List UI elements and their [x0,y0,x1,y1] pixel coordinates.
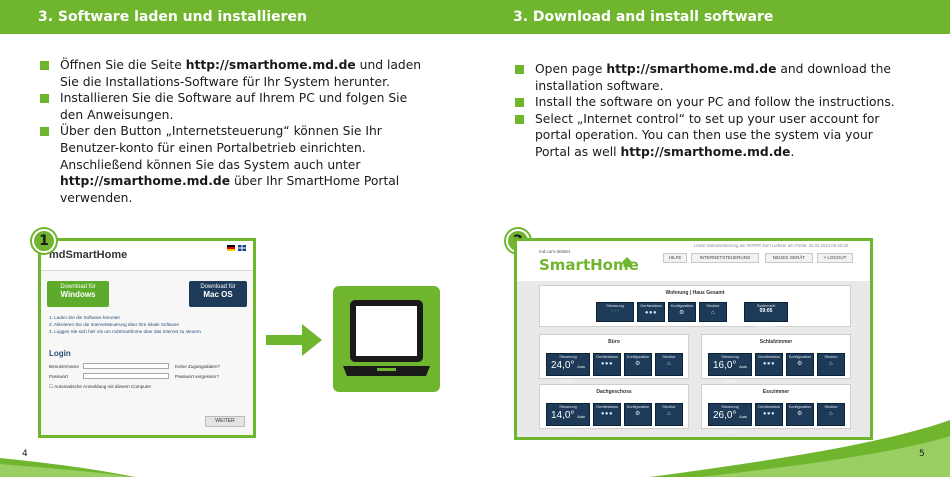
room-device-status[interactable]: Gerätestatus●●● [755,403,783,426]
house-icon: ⌂ [828,361,834,367]
left-section-header: 3. Software laden und installieren [0,0,475,34]
portal-dashboard-screenshot: md.com-debitel SmartHome Letzte Dokument… [514,238,873,440]
forgot-password-link[interactable]: Passwort vergessen? [175,374,219,379]
status-dots-icon: ●●● [644,310,658,316]
bullet-square-icon [40,127,49,137]
password-label: Passwort [49,374,68,379]
gear-icon: ⚙ [635,411,641,417]
room-structure[interactable]: Struktur⌂ [655,403,683,426]
status-dots-icon: ●●● [762,361,776,367]
url-link[interactable]: http://smarthome.md.de [60,174,231,189]
page-number-right: 5 [919,449,925,459]
username-label: Benutzername [49,364,79,369]
list-item: Öffnen Sie die Seite http://smarthome.md… [40,57,430,90]
password-input[interactable] [83,373,169,379]
gear-icon: ⚙ [797,411,803,417]
laptop-icon [343,300,430,376]
status-dots-icon: ●●● [762,411,776,417]
portal-header: md.com-debitel SmartHome Letzte Dokument… [517,241,870,281]
download-page-header: mdSmartHome [41,241,253,271]
panel-title: Wohnung | Haus Gesamt [665,290,725,296]
gear-icon: ⚙ [679,310,685,316]
bullet-square-icon [40,94,49,104]
url-link[interactable]: http://smarthome.md.de [606,62,777,76]
step-badge-1: 1 [32,229,56,253]
language-flags-icon[interactable] [227,245,247,253]
room-configuration[interactable]: Konfiguration⚙ [624,353,652,376]
bullet-square-icon [515,114,524,124]
download-page-screenshot: mdSmartHome Download für Windows Downloa… [38,238,256,438]
list-item: Select „Internet control“ to set up your… [515,111,895,161]
house-icon: ⌂ [666,361,672,367]
smarthome-logo: SmartHome [539,256,639,274]
house-icon [622,257,632,267]
room-configuration[interactable]: Konfiguration⚙ [624,403,652,426]
house-icon: ⌂ [666,411,672,417]
room-configuration[interactable]: Konfiguration⚙ [786,353,814,376]
status-dots-icon: ●●● [600,411,614,417]
room-structure[interactable]: Struktur⌂ [655,353,683,376]
download-windows-button[interactable]: Download für Windows [47,281,109,307]
laptop-tile [333,286,440,392]
provider-logo: md.com-debitel [539,249,570,254]
bullet-square-icon [40,61,49,70]
room-configuration[interactable]: Konfiguration⚙ [786,403,814,426]
username-input[interactable] [83,363,169,369]
list-item: Installieren Sie die Software auf Ihrem … [40,90,430,123]
download-steps: 1. Laden Sie die Software herunter 2. Ak… [49,315,201,334]
gear-icon: ⚙ [635,361,641,367]
page-number-left: 4 [22,449,28,459]
url-link[interactable]: http://smarthome.md.de [185,58,356,72]
gear-icon: ⚙ [797,361,803,367]
bullet-square-icon [515,65,524,74]
tile-structure[interactable]: Struktur⌂ [699,302,727,322]
room-device-status[interactable]: Gerätestatus●●● [593,353,621,376]
bullet-square-icon [515,98,524,108]
right-bullet-list: Open page http://smarthome.md.de and dow… [515,61,895,161]
room-device-status[interactable]: Gerätestatus●●● [755,353,783,376]
download-mac-button[interactable]: Download für Mac OS [189,281,247,307]
nav-internet-control-button[interactable]: INTERNETSTEUERUNG [691,253,759,263]
house-icon: ⌂ [828,411,834,417]
status-text: Letzte Dokumentierung am ###### Zum Lief… [693,243,848,248]
list-item: Install the software on your PC and foll… [515,94,895,111]
url-link[interactable]: http://smarthome.md.de [620,144,791,159]
arrow-right-icon [266,324,322,356]
room-structure[interactable]: Struktur⌂ [817,403,845,426]
tile-device-status[interactable]: Gerätestatus●●● [637,302,665,322]
list-item: Über den Button „Internetsteuerung“ könn… [40,123,430,206]
nav-logout-button[interactable]: > LOGOUT [817,253,853,263]
right-section-header: 3. Download and install software [475,0,950,34]
auto-login-checkbox[interactable]: ☐ Automatische Anmeldung mit diesem Comp… [49,384,152,389]
nav-help-button[interactable]: HILFE [663,253,687,263]
md-smarthome-logo: mdSmartHome [49,249,128,261]
left-bullet-list: Öffnen Sie die Seite http://smarthome.md… [40,57,430,206]
tile-control[interactable]: Steuerung- - - [596,302,634,322]
list-item: Open page http://smarthome.md.de and dow… [515,61,895,94]
room-device-status[interactable]: Gerätestatus●●● [593,403,621,426]
tile-configuration[interactable]: Konfiguration⚙ [668,302,696,322]
login-title: Login [49,349,71,358]
status-dots-icon: ●●● [600,361,614,367]
overview-panel: Wohnung | Haus Gesamt Steuerung- - - Ger… [539,285,851,328]
room-structure[interactable]: Struktur⌂ [817,353,845,376]
house-icon: ⌂ [710,310,716,316]
no-access-link[interactable]: Keine Zugangsdaten? [175,364,220,369]
next-button[interactable]: WEITER [205,416,245,427]
nav-new-device-button[interactable]: NEUES GERÄT [765,253,813,263]
